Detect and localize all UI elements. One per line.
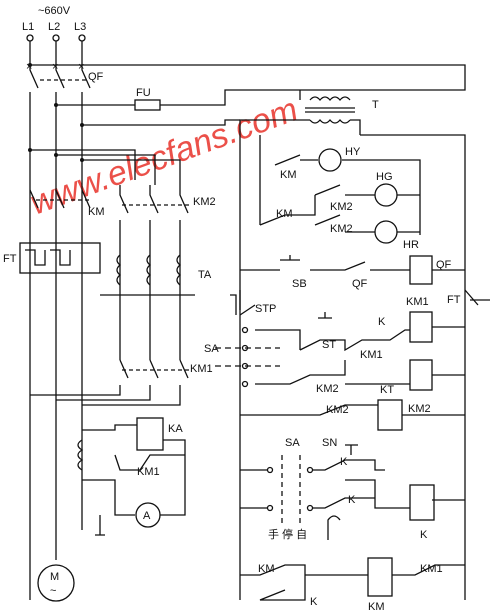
voltage-label: ~660V bbox=[38, 5, 71, 17]
sa-label-2: SA bbox=[285, 437, 300, 449]
km2-power-label: KM2 bbox=[193, 196, 216, 208]
km-main-contacts bbox=[29, 189, 91, 209]
ft-contact-label: FT bbox=[447, 294, 461, 306]
qf-coil-label: QF bbox=[436, 259, 452, 271]
km1-aux-label-2: KM1 bbox=[360, 349, 383, 361]
coil-qf bbox=[409, 255, 433, 285]
switch-position-labels: 手 停 自 bbox=[268, 527, 307, 541]
fuse-fu bbox=[134, 99, 161, 111]
sn-label: SN bbox=[322, 437, 337, 449]
ammeter-label: A bbox=[143, 510, 151, 522]
st-label: ST bbox=[322, 339, 336, 351]
km2-aux-label-4: KM2 bbox=[326, 404, 349, 416]
hy-label: HY bbox=[345, 146, 361, 158]
km1-coil-label: KM1 bbox=[406, 296, 429, 308]
sb-label: SB bbox=[292, 278, 307, 290]
transformer-t bbox=[239, 90, 361, 135]
km-coil-label: KM bbox=[368, 601, 385, 613]
coil-km2-upper bbox=[409, 359, 433, 391]
terminal-l3 bbox=[78, 34, 86, 42]
terminal-l2 bbox=[52, 34, 60, 42]
sa-label-1: SA bbox=[204, 343, 219, 355]
phase-l3-label: L3 bbox=[74, 21, 86, 33]
km1-aux-label: KM1 bbox=[137, 466, 160, 478]
svg-text:×: × bbox=[78, 61, 84, 73]
km2-coil-label: KM2 bbox=[408, 403, 431, 415]
svg-text:×: × bbox=[26, 61, 32, 73]
motor-tilde: ~ bbox=[50, 585, 56, 597]
km2-contacts bbox=[119, 185, 190, 360]
svg-text:×: × bbox=[52, 61, 58, 73]
k-coil-label: K bbox=[420, 529, 428, 541]
km-aux-label-3: KM bbox=[258, 563, 275, 575]
km1-aux-label-3: KM1 bbox=[420, 563, 443, 575]
relay-ka bbox=[136, 417, 164, 451]
ft-label: FT bbox=[3, 253, 17, 265]
km1-aux-contact bbox=[114, 454, 185, 471]
km-label: KM bbox=[88, 206, 105, 218]
lamp-hr bbox=[374, 220, 398, 244]
motor-m bbox=[37, 564, 75, 602]
kt-label: KT bbox=[380, 384, 394, 396]
current-transformer-ta bbox=[100, 254, 195, 296]
fu-label: FU bbox=[136, 87, 151, 99]
phase-l2-label: L2 bbox=[48, 21, 60, 33]
coil-km bbox=[367, 557, 393, 597]
watermark: www.elecfans.com bbox=[25, 90, 303, 222]
ka-label: KA bbox=[168, 423, 183, 435]
km1-contacts bbox=[30, 359, 190, 406]
coil-km1 bbox=[409, 311, 433, 343]
km1-power-label: KM1 bbox=[190, 363, 213, 375]
k-aux-label-4: K bbox=[310, 596, 318, 608]
km2-aux-label-1: KM2 bbox=[330, 201, 353, 213]
k-aux-label-3: K bbox=[348, 494, 356, 506]
coil-kt bbox=[377, 399, 403, 431]
t-label: T bbox=[372, 99, 379, 111]
lamp-hy bbox=[318, 148, 342, 172]
ammeter-a bbox=[135, 502, 161, 528]
terminal-l1 bbox=[26, 34, 34, 42]
hr-label: HR bbox=[403, 239, 419, 251]
stp-label: STP bbox=[255, 303, 276, 315]
coil-k bbox=[409, 484, 435, 521]
phase-l1-label: L1 bbox=[22, 21, 34, 33]
km-aux-label-2: KM bbox=[276, 208, 293, 220]
lamp-hg bbox=[374, 183, 398, 207]
qf-aux-label: QF bbox=[352, 278, 368, 290]
k-aux-label-1: K bbox=[378, 316, 386, 328]
thermal-relay-ft bbox=[19, 242, 101, 274]
km-aux-label-1: KM bbox=[280, 169, 297, 181]
motor-label: M bbox=[50, 571, 59, 583]
k-aux-label-2: K bbox=[340, 456, 348, 468]
qf-label: QF bbox=[88, 71, 104, 83]
ta-label: TA bbox=[198, 269, 212, 281]
km2-aux-label-2: KM2 bbox=[330, 223, 353, 235]
km2-aux-label-3: KM2 bbox=[316, 383, 339, 395]
qf-breaker: × × × bbox=[26, 41, 91, 600]
hg-label: HG bbox=[376, 171, 393, 183]
